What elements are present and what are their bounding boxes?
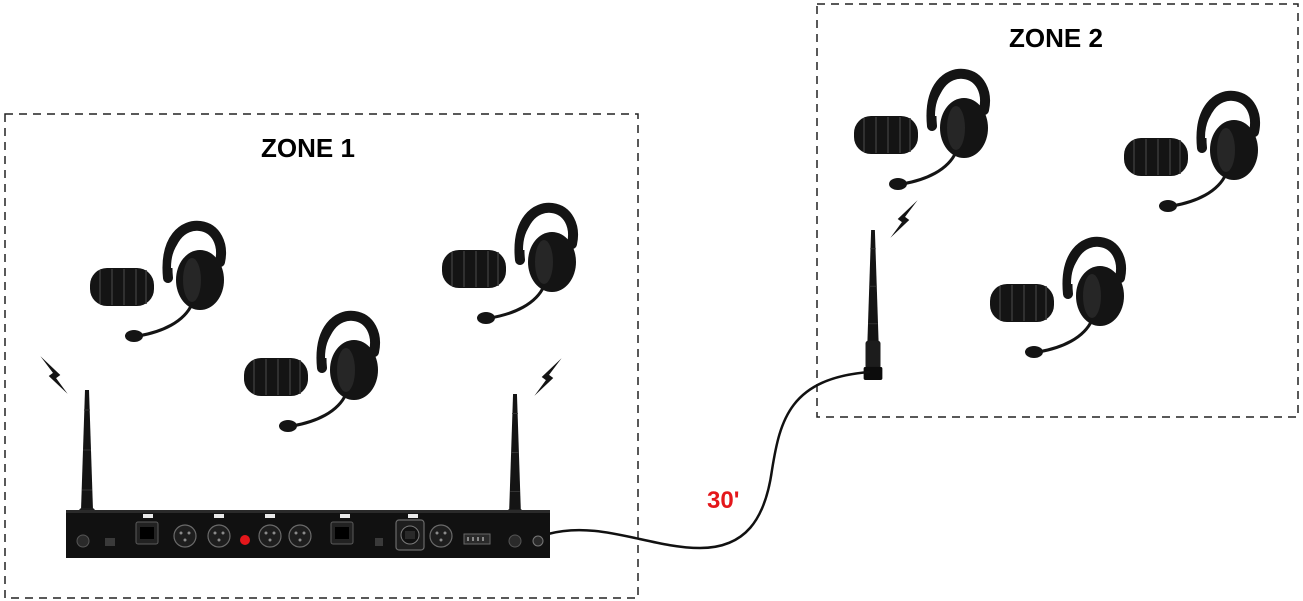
status-indicator xyxy=(240,535,250,545)
headset-with-beltpack-icon xyxy=(442,208,576,324)
wireless-signal-icon xyxy=(890,200,918,238)
remote-antenna-icon xyxy=(863,230,883,380)
zone-2-label: ZONE 2 xyxy=(1009,23,1103,53)
headset-with-beltpack-icon xyxy=(854,74,988,190)
cable-length-label: 30' xyxy=(707,487,739,514)
zone-2-boundary xyxy=(816,3,1299,418)
wireless-signal-icon xyxy=(40,356,68,394)
antenna-cable xyxy=(547,370,871,550)
wireless-signal-icon xyxy=(534,358,562,396)
zone-1-label: ZONE 1 xyxy=(261,133,355,163)
headset-with-beltpack-icon xyxy=(90,226,224,342)
zone-1-boundary xyxy=(4,113,639,599)
headset-with-beltpack-icon xyxy=(1124,96,1258,212)
base-station-icon xyxy=(66,510,550,558)
headset-with-beltpack-icon xyxy=(244,316,378,432)
headset-with-beltpack-icon xyxy=(990,242,1124,358)
